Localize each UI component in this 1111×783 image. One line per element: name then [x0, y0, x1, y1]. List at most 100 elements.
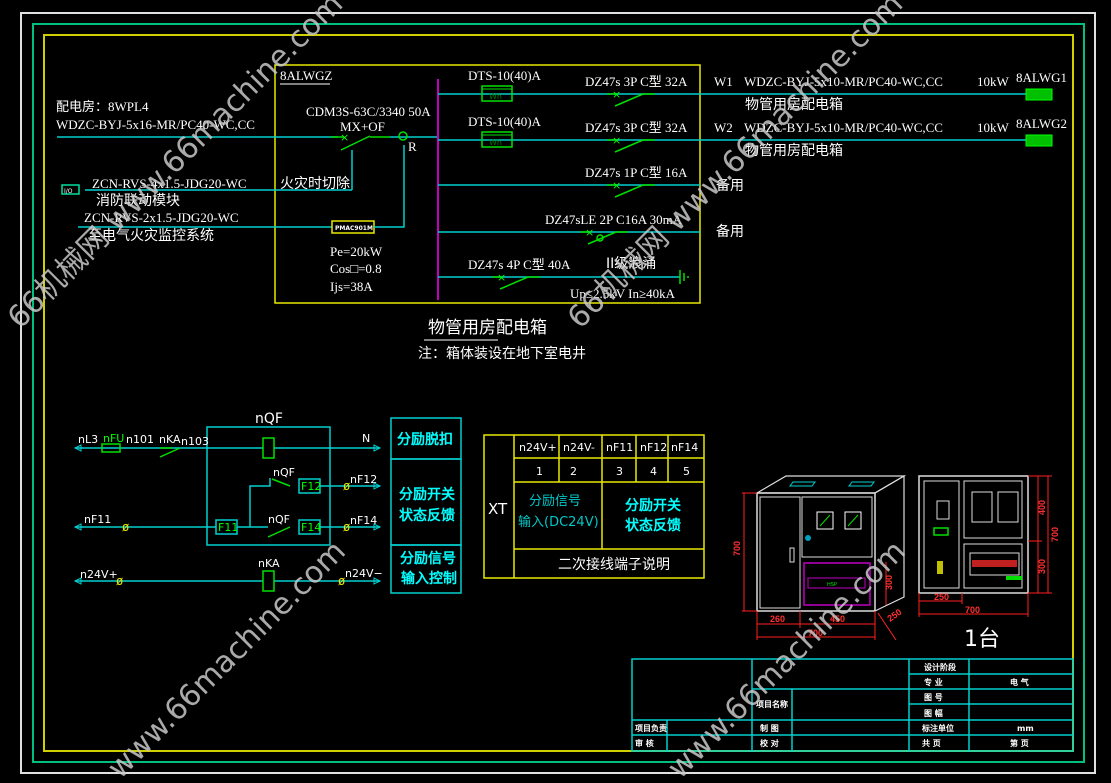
circuit-power: 10kW	[977, 120, 1010, 135]
nqf-title: nQF	[255, 411, 283, 427]
svg-text:分励信号: 分励信号	[400, 550, 456, 567]
incoming-source: 配电房：8WPL4	[56, 99, 149, 114]
svg-text:制 图: 制 图	[760, 723, 779, 733]
monitor-link	[374, 145, 405, 228]
svg-text:ø: ø	[338, 574, 345, 588]
outgoing-row: DZ47s 1P C型 16A×	[438, 165, 700, 198]
svg-text:HSP: HSP	[827, 582, 837, 588]
svg-text:输入控制: 输入控制	[401, 570, 457, 587]
ground-icon	[679, 270, 689, 284]
svg-text:ø: ø	[116, 574, 123, 588]
svg-text:分励脱扣: 分励脱扣	[397, 431, 453, 448]
svg-text:状态反馈: 状态反馈	[625, 517, 681, 534]
svg-text:n103: n103	[181, 435, 209, 448]
spd-spec: Up≤2.5kV In≥40kA	[570, 286, 676, 301]
watermark: 66机械网 www.66machine.com	[1, 0, 350, 336]
drawing-note: 注：箱体装设在地下室电井	[418, 345, 586, 362]
io-module-label: I/O	[64, 188, 73, 195]
target-panel-icon	[1025, 88, 1053, 101]
svg-text:nF14: nF14	[671, 441, 698, 454]
svg-text:N: N	[362, 432, 370, 445]
panel-boundary	[274, 64, 701, 304]
main-breaker-label: CDM3S-63C/3340 50A	[306, 104, 431, 119]
monitor-label: 至电气火灾监控系统	[88, 227, 214, 244]
svg-text:ø: ø	[343, 520, 350, 534]
svg-text:图 号: 图 号	[924, 693, 943, 702]
ijs-value: Ijs=38A	[330, 279, 373, 294]
svg-text:700: 700	[732, 541, 742, 556]
meter-2: DTS-10(40)A Wh	[468, 114, 542, 148]
fire-module-cable: ZCN-RVS-4x1.5-JDG20-WC	[92, 176, 247, 191]
fuse-icon	[101, 443, 121, 453]
breaker-label: DZ47s 1P C型 16A	[585, 165, 688, 180]
outgoing-row: DZ47s 3P C型 32A× W2 WDZC-BYJ-5x10-MR/PC40-…	[438, 116, 1067, 159]
svg-text:第 页: 第 页	[1010, 738, 1029, 748]
svg-text:n24V+: n24V+	[519, 441, 557, 454]
coil-icon	[262, 437, 275, 459]
svg-text:n24V+: n24V+	[80, 568, 118, 581]
breaker-switch-icon	[614, 139, 644, 153]
rcd-label: R	[408, 139, 417, 154]
watt-hour-icon: Wh	[489, 92, 502, 101]
circuit-id: W1	[714, 74, 733, 89]
circuit-cable: WDZC-BYJ-5x10-MR/PC40-WC,CC	[744, 74, 943, 89]
fire-module-label: 消防联动模块	[96, 193, 180, 209]
circuit-power: 10kW	[977, 74, 1010, 89]
breaker-label: DZ47s 3P C型 32A	[585, 74, 688, 89]
frame-inner	[43, 34, 1074, 752]
svg-text:5: 5	[683, 465, 690, 478]
svg-text:700: 700	[1050, 527, 1060, 542]
svg-text:nF12: nF12	[640, 441, 667, 454]
svg-text:260: 260	[770, 614, 785, 624]
quantity-label: 1台	[964, 627, 1000, 652]
svg-text:分励信号: 分励信号	[529, 494, 581, 509]
spare-2: 备用	[716, 223, 744, 240]
main-breaker-acc: MX+OF	[340, 119, 385, 134]
outgoing-row: DZ47sLE 2P C16A 30mA×	[438, 212, 700, 245]
svg-text:300: 300	[884, 575, 894, 590]
svg-text:2: 2	[570, 465, 577, 478]
svg-text:二次接线端子说明: 二次接线端子说明	[558, 556, 670, 573]
svg-text:审 核: 审 核	[635, 738, 654, 748]
svg-text:nL3: nL3	[78, 433, 98, 446]
svg-text:设计阶段: 设计阶段	[924, 662, 956, 672]
svg-text:输入(DC24V): 输入(DC24V)	[518, 514, 599, 530]
control-legend: 分励脱扣 分励开关 状态反馈 分励信号 输入控制	[390, 417, 462, 594]
frame-outer	[20, 12, 1096, 774]
svg-text:250: 250	[934, 592, 949, 602]
svg-text:mm: mm	[1017, 724, 1034, 733]
svg-text:700: 700	[965, 605, 980, 615]
breaker-label: DZ47s 3P C型 32A	[585, 120, 688, 135]
svg-text:F11: F11	[218, 521, 238, 534]
svg-text:1: 1	[536, 465, 543, 478]
breaker-x-icon: ×	[497, 271, 506, 284]
circuit-desc: 物管用房配电箱	[745, 143, 843, 159]
svg-text:300: 300	[1037, 559, 1047, 574]
frame-middle	[32, 23, 1085, 763]
outgoing-row: DZ47s 4P C型 40A×	[438, 257, 680, 290]
panel-id: 8ALWGZ	[280, 68, 333, 83]
svg-text:nKA: nKA	[159, 433, 181, 446]
svg-text:250: 250	[885, 607, 903, 624]
fire-cut-label: 火灾时切除	[280, 175, 350, 192]
cos-value: Cos□=0.8	[330, 261, 382, 276]
circuit-cable: WDZC-BYJ-5x10-MR/PC40-WC,CC	[744, 120, 943, 135]
breaker-x-icon: ×	[585, 226, 594, 239]
circuit-id: W2	[714, 120, 733, 135]
svg-text:450: 450	[830, 614, 845, 624]
xt-label: XT	[488, 500, 508, 518]
svg-text:状态反馈: 状态反馈	[399, 507, 455, 524]
circuit-desc: 物管用房配电箱	[745, 97, 843, 113]
svg-text:3: 3	[616, 465, 623, 478]
breaker-switch-icon	[614, 184, 644, 198]
breaker-switch-icon	[614, 93, 644, 107]
breaker-x-icon: ×	[612, 179, 621, 192]
breaker-label: DZ47sLE 2P C16A 30mA	[545, 212, 683, 227]
rcd-icon	[596, 234, 604, 242]
breaker-x-icon: ×	[612, 134, 621, 147]
monitor-device-label: PMAC901M	[335, 225, 373, 232]
svg-text:nQF: nQF	[268, 513, 290, 526]
target-panel-icon	[1025, 134, 1053, 147]
